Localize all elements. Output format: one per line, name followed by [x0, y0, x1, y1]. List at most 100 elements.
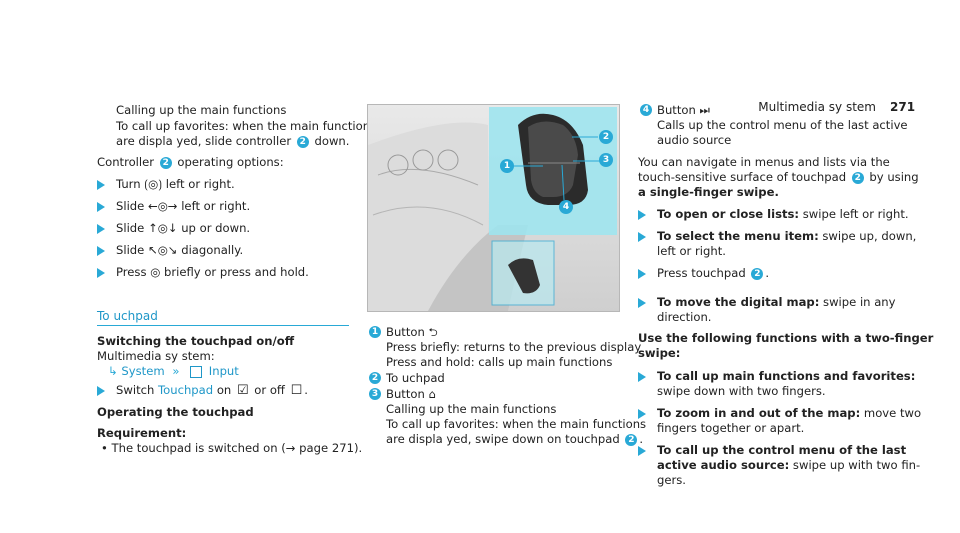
bullet-arrow-icon — [97, 180, 105, 190]
callout-2: 2 — [751, 267, 764, 280]
bullet-arrow-icon — [638, 372, 646, 382]
callout-2: 2 — [851, 171, 864, 184]
two-finger-item: To zoom in and out of the map: move two — [657, 406, 921, 420]
swipe-label: To move the digital map: — [657, 295, 820, 309]
requirement-item: • The touchpad is switched on (→ page 27… — [101, 441, 363, 455]
intro-text-end: down. — [310, 134, 350, 148]
nav-line-1: You can navigate in menus and lists via … — [638, 155, 890, 169]
swipe-text: swipe up, down, — [818, 229, 917, 243]
path-chevron-icon: » — [172, 364, 180, 378]
callout-2: 2 — [159, 156, 172, 169]
input-icon — [190, 365, 203, 378]
nav-line-2: touch-sensitive surface of touchpad 2 by… — [638, 170, 919, 184]
bullet-arrow-icon — [638, 210, 646, 220]
bullet-arrow-icon — [97, 202, 105, 212]
legend-title-2: To uchpad — [386, 371, 445, 385]
bullet-item: Slide ←◎→ left or right. — [116, 199, 251, 213]
legend-number-1: 1 — [369, 326, 381, 338]
intro-text: are displa yed, slide controller — [116, 134, 295, 148]
callout-2: 2 — [625, 433, 638, 446]
controller-line: Controller 2 operating options: — [97, 155, 284, 169]
heading-switching: Switching the touchpad on/off — [97, 334, 295, 348]
legend-line: Press and hold: calls up main functions — [386, 355, 613, 369]
multimedia-system-line: Multimedia sy stem: — [97, 349, 215, 363]
bullet-arrow-icon — [638, 232, 646, 242]
figure-callout-2: 2 — [599, 130, 613, 144]
bullet-item: Slide ↖◎↘ diagonally. — [116, 243, 244, 257]
bullet-arrow-icon — [97, 386, 105, 396]
two-finger-label: To zoom in and out of the map: — [657, 406, 861, 420]
section-title-touchpad: To uchpad — [97, 309, 158, 323]
switch-text-on: on — [213, 383, 235, 397]
two-finger-text: swipe down with two fingers. — [657, 384, 826, 398]
menu-path: ↳ System » Input — [108, 364, 239, 378]
figure-illustration — [368, 105, 619, 311]
path-input[interactable]: Input — [208, 364, 239, 378]
legend-number-3: 3 — [369, 388, 381, 400]
swipe-item-line: direction. — [657, 310, 712, 324]
legend-line: Calling up the main functions — [386, 402, 557, 416]
switch-line: Switch Touchpad on ☑ or off ☐. — [116, 383, 308, 398]
two-finger-text: move two — [860, 406, 922, 420]
press-item: Press touchpad 2. — [657, 266, 769, 280]
figure-callout-4: 4 — [559, 200, 573, 214]
intro-line-3: are displa yed, slide controller 2 down. — [116, 134, 349, 148]
bullet-arrow-icon — [638, 298, 646, 308]
two-finger-label: To call up the control menu of the last — [657, 443, 907, 457]
bullet-arrow-icon — [638, 269, 646, 279]
switch-text-end: . — [304, 383, 308, 397]
checkbox-empty-icon: ☐ — [290, 383, 303, 398]
legend-line: To call up favorites: when the main func… — [386, 417, 647, 431]
figure-callout-1: 1 — [500, 159, 514, 173]
press-text-end: . — [765, 266, 770, 280]
page-number: 271 — [890, 100, 916, 114]
swipe-item: To select the menu item: swipe up, down, — [657, 229, 916, 243]
legend-line: Press briefly: returns to the previous d… — [386, 340, 642, 354]
two-finger-heading-2: swipe: — [638, 346, 681, 360]
bullet-item: Slide ↑◎↓ up or down. — [116, 221, 251, 235]
legend-number-2: 2 — [369, 372, 381, 384]
bullet-arrow-icon — [97, 246, 105, 256]
two-finger-heading: Use the following functions with a two-f… — [638, 331, 934, 345]
two-finger-text: gers. — [657, 473, 686, 487]
callout-2: 2 — [296, 135, 309, 148]
figure-callout-3: 3 — [599, 153, 613, 167]
intro-line-1: Calling up the main functions — [116, 103, 287, 117]
touchpad-toggle-label[interactable]: Touchpad — [158, 383, 214, 397]
two-finger-text: swipe up with two fin- — [789, 458, 921, 472]
swipe-text: swipe in any — [819, 295, 896, 309]
heading-requirement: Requirement: — [97, 426, 187, 440]
press-text: Press touchpad — [657, 266, 750, 280]
legend-title-4: Button ⏭ — [657, 103, 710, 117]
swipe-label: To select the menu item: — [657, 229, 819, 243]
switch-text: Switch — [116, 383, 159, 397]
bullet-arrow-icon — [638, 409, 646, 419]
legend-number-4: 4 — [640, 104, 652, 116]
header-section: Multimedia sy stem — [758, 100, 876, 114]
legend-text: are displa yed, swipe down on touchpad — [386, 432, 624, 446]
touchpad-figure: 1 2 3 4 — [367, 104, 620, 312]
two-finger-label: active audio source: — [657, 458, 790, 472]
requirement-text: The touchpad is switched on (→ page 271)… — [111, 441, 363, 455]
section-rule — [97, 325, 349, 326]
two-finger-item: active audio source: swipe up with two f… — [657, 458, 920, 472]
bullet-arrow-icon — [638, 446, 646, 456]
bullet-arrow-icon — [97, 224, 105, 234]
legend-title-1: Button ⮌ — [386, 325, 438, 339]
legend-line: are displa yed, swipe down on touchpad 2… — [386, 432, 644, 446]
two-finger-text: fingers together or apart. — [657, 421, 805, 435]
nav-line-3: a single-finger swipe. — [638, 185, 779, 199]
path-start-icon: ↳ — [108, 364, 118, 378]
legend-title-3: Button ⌂ — [386, 387, 436, 401]
swipe-item: To open or close lists: swipe left or ri… — [657, 207, 909, 221]
intro-line-2: To call up favorites: when the main func… — [116, 119, 377, 133]
legend-line: Calls up the control menu of the last ac… — [657, 118, 908, 132]
swipe-text: swipe left or right. — [799, 207, 909, 221]
path-system[interactable]: System — [121, 364, 165, 378]
bullet-item: Press ◎ briefly or press and hold. — [116, 265, 309, 279]
nav-text: touch-sensitive surface of touchpad — [638, 170, 850, 184]
switch-text-off: or off — [250, 383, 289, 397]
swipe-item: To move the digital map: swipe in any — [657, 295, 896, 309]
bullet-arrow-icon — [97, 268, 105, 278]
two-finger-label: To call up main functions and favorites: — [657, 369, 916, 383]
